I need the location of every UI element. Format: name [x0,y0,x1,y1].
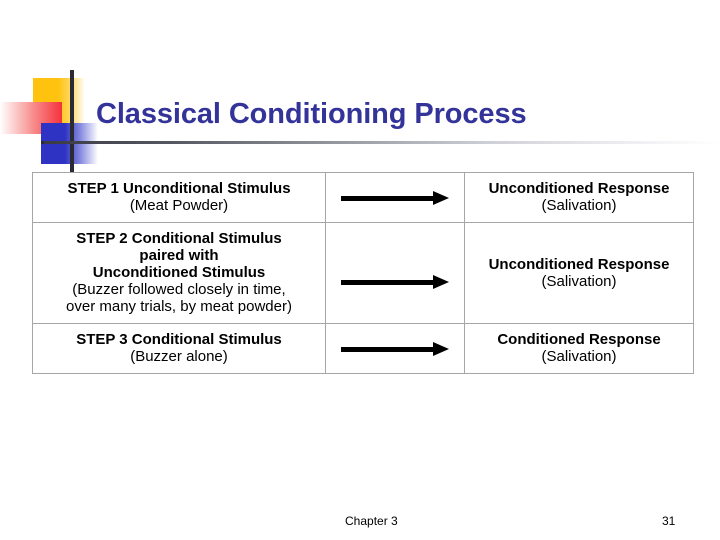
arrow-shaft [341,195,435,201]
footer-chapter-label: Chapter 3 [345,514,398,528]
response-line: (Salivation) [541,272,617,290]
response-line: (Salivation) [541,197,617,214]
response-cell-content: Unconditioned Response (Salivation) [465,249,693,298]
step-line: (Buzzer followed closely in time, [72,281,286,298]
step-line: STEP 3 Conditional Stimulus [76,331,282,348]
step-line: over many trials, by meat powder) [66,298,292,315]
table-row: STEP 3 Conditional Stimulus (Buzzer alon… [32,323,694,374]
step-line: STEP 2 Conditional Stimulus [76,230,282,247]
step-cell: STEP 3 Conditional Stimulus (Buzzer alon… [32,323,326,374]
arrow-cell-content [326,275,464,289]
step-line: (Buzzer alone) [130,348,228,365]
arrow-cell [325,323,465,374]
arrow-cell-content [326,341,464,356]
arrow-cell-content [326,190,464,205]
response-line: Conditioned Response [497,331,661,348]
table-body: STEP 1 Unconditional Stimulus (Meat Powd… [32,172,694,374]
step-cell-content: STEP 3 Conditional Stimulus (Buzzer alon… [33,324,325,373]
response-cell-content: Unconditioned Response (Salivation) [465,173,693,222]
arrow-cell [325,172,465,223]
right-arrow-icon [341,341,449,356]
response-cell: Conditioned Response (Salivation) [464,323,694,374]
footer-page-number: 31 [662,514,676,528]
response-cell: Unconditioned Response (Salivation) [464,222,694,324]
conditioning-process-table: STEP 1 Unconditional Stimulus (Meat Powd… [32,172,694,374]
step-line: paired with [139,247,219,264]
step-line: (Meat Powder) [129,197,229,214]
response-cell: Unconditioned Response (Salivation) [464,172,694,223]
right-arrow-icon [341,190,449,205]
page-title: Classical Conditioning Process [96,98,527,130]
table-row: STEP 1 Unconditional Stimulus (Meat Powd… [32,172,694,223]
arrow-head [433,190,449,205]
step-line: STEP 1 Unconditional Stimulus [67,180,291,197]
step-line: Unconditioned Stimulus [92,264,266,281]
right-arrow-icon [341,275,449,289]
vertical-rule-decoration [70,70,74,173]
arrow-head [433,275,449,289]
step-cell: STEP 2 Conditional Stimulus paired with … [32,222,326,324]
slide-corner-decoration [0,55,110,173]
step-cell: STEP 1 Unconditional Stimulus (Meat Powd… [32,172,326,223]
response-cell-content: Conditioned Response (Salivation) [465,324,693,373]
response-line: Unconditioned Response [488,180,670,197]
table-row: STEP 2 Conditional Stimulus paired with … [32,222,694,324]
title-underline-divider [44,141,720,144]
arrow-shaft [341,280,435,285]
step-cell-content: STEP 1 Unconditional Stimulus (Meat Powd… [33,173,325,222]
arrow-head [433,341,449,356]
response-line: Unconditioned Response [488,255,670,273]
response-line: (Salivation) [541,348,617,365]
arrow-cell [325,222,465,324]
step-cell-content: STEP 2 Conditional Stimulus paired with … [33,223,325,323]
arrow-shaft [341,346,435,352]
